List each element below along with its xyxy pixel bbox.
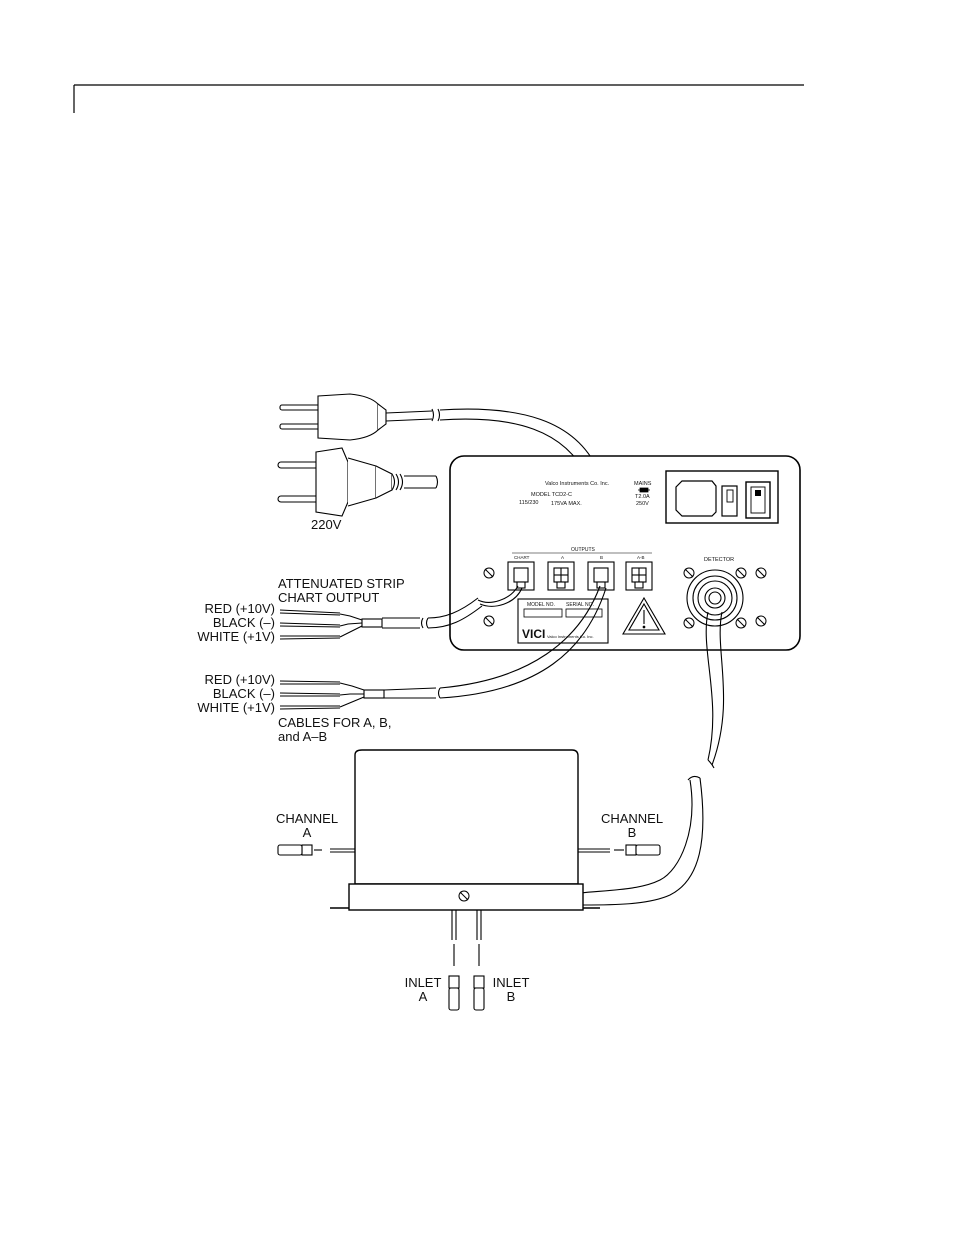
output-connector-chart xyxy=(507,561,535,591)
output-label-b: B xyxy=(600,555,603,560)
model-plate xyxy=(517,598,609,644)
inlet-a-fitting xyxy=(448,910,460,1011)
serial-no-label: SERIAL NO. xyxy=(566,602,594,608)
strip-wire-red: RED (+10V) xyxy=(204,601,275,616)
cord-break-icon xyxy=(431,408,441,422)
inlet-a-label-2: A xyxy=(418,989,428,1004)
detector-label: DETECTOR xyxy=(704,557,734,563)
outputs-label: OUTPUTS xyxy=(571,547,596,553)
ab-cables-caption-2: and A–B xyxy=(278,729,328,744)
chart-wire-leads xyxy=(279,609,341,640)
base-screw-icon xyxy=(458,890,470,902)
panel-screw-icon xyxy=(483,567,767,629)
vici-logo-sub: Valco Instruments Co. Inc. xyxy=(547,634,594,639)
inlet-a-label-1: INLET xyxy=(404,975,442,990)
ab-cables-caption-1: CABLES FOR A, B, xyxy=(278,715,392,730)
header-rule xyxy=(73,84,804,113)
model-no-label: MODEL NO. xyxy=(527,602,555,608)
plug-220v-label: 220V xyxy=(311,517,342,532)
panel-model-text: MODEL TCD2-C xyxy=(531,492,572,498)
channel-a-fitting xyxy=(277,844,355,856)
strip-chart-title-1: ATTENUATED STRIP xyxy=(278,576,405,591)
output-connector-a xyxy=(547,561,575,591)
inlet-b-fitting xyxy=(473,910,485,1011)
panel-mains-text: MAINS xyxy=(634,481,652,487)
eu-plug-icon xyxy=(277,447,439,517)
chart-output-cable xyxy=(339,585,523,638)
detector-cable xyxy=(579,611,725,906)
fuse-symbol-icon xyxy=(638,487,650,493)
us-plug-icon xyxy=(279,393,433,441)
output-label-chart: CHART xyxy=(514,555,530,560)
channel-b-label-2: B xyxy=(627,825,637,840)
channel-b-label-1: CHANNEL xyxy=(600,811,664,826)
strip-wire-black: BLACK (–) xyxy=(212,615,275,630)
panel-power-text: 175VA MAX. xyxy=(551,501,582,507)
inlet-b-label-2: B xyxy=(506,989,516,1004)
panel-company-text: Valco Instruments Co. Inc. xyxy=(545,481,610,487)
panel-voltage-text: 115/230 xyxy=(519,500,538,506)
panel-fuse-voltage-text: 250V xyxy=(636,501,649,507)
ab-output-cable xyxy=(339,585,607,708)
ab-wire-black: BLACK (–) xyxy=(212,686,275,701)
channel-a-label-2: A xyxy=(302,825,312,840)
power-inlet-icon xyxy=(675,480,717,517)
instrument-panel: Valco Instruments Co. Inc. MODEL TCD2-C … xyxy=(449,455,801,651)
ab-wire-white: WHITE (+1V) xyxy=(197,700,275,715)
panel-fuse-text: T2.0A xyxy=(635,494,650,500)
output-label-a: A xyxy=(561,555,564,560)
warning-icon xyxy=(622,596,666,635)
channel-b-fitting xyxy=(578,844,661,856)
vici-logo: VICI xyxy=(522,627,545,641)
detector-block xyxy=(330,749,600,911)
ab-wire-leads xyxy=(279,680,341,710)
inlet-b-label-1: INLET xyxy=(492,975,530,990)
output-label-ab: A-B xyxy=(637,555,645,560)
output-connector-b xyxy=(587,561,615,591)
strip-wire-white: WHITE (+1V) xyxy=(197,629,275,644)
strip-chart-title-2: CHART OUTPUT xyxy=(278,590,380,605)
channel-a-label-1: CHANNEL xyxy=(275,811,339,826)
ab-wire-red: RED (+10V) xyxy=(204,672,275,687)
detector-connector-icon xyxy=(686,569,744,627)
output-connector-ab xyxy=(625,561,653,591)
